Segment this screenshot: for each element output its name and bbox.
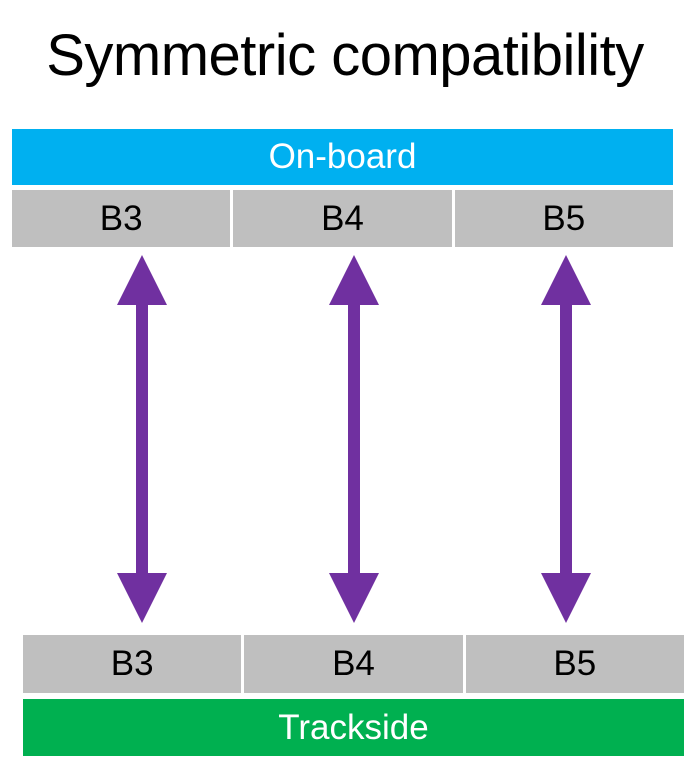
compatibility-arrow-b5 — [541, 255, 591, 623]
trackside-baseline-b5: B5 — [465, 635, 684, 693]
onboard-baseline-row: B3 B4 B5 — [12, 190, 673, 247]
onboard-band: On-board — [12, 129, 673, 185]
diagram-title: Symmetric compatibility — [46, 23, 644, 88]
onboard-baseline-b3: B3 — [12, 190, 231, 247]
onboard-baseline-b5: B5 — [454, 190, 673, 247]
trackside-baseline-row: B3 B4 B5 — [23, 635, 684, 693]
trackside-baseline-b4: B4 — [244, 635, 463, 693]
compatibility-arrow-b3 — [117, 255, 167, 623]
trackside-baseline-b3: B3 — [23, 635, 242, 693]
onboard-baseline-b4: B4 — [233, 190, 452, 247]
trackside-band: Trackside — [23, 699, 684, 756]
compatibility-arrow-b4 — [329, 255, 379, 623]
